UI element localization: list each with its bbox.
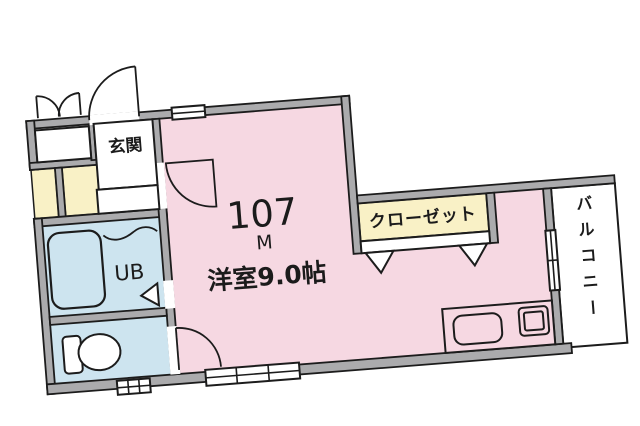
genkan-label: 玄関: [108, 134, 144, 158]
hall-yellow-left: [30, 167, 60, 220]
svg-text:バ: バ: [576, 194, 593, 214]
window-top-small: [170, 104, 207, 121]
ub-door-opening: [163, 280, 176, 309]
main-room-floor: [159, 104, 556, 374]
building-label: M: [255, 231, 273, 254]
hall-door-icon: [164, 158, 218, 208]
closet-door-track: [359, 230, 492, 255]
window-toilet: [115, 377, 152, 396]
bath-counter-wave: [102, 226, 158, 241]
window-balcony-door: [544, 228, 562, 292]
kitchen-counter: [441, 299, 557, 355]
closet-door-left-icon: [363, 249, 396, 275]
entry-hall-area: [95, 183, 161, 215]
toilet-door-icon: [174, 327, 222, 371]
balcony-label: バ ル コ ニ ー: [576, 194, 603, 317]
entrance-door-icon: [88, 65, 141, 121]
wall-bottom: [45, 342, 573, 396]
plan-rotated-group: 玄関 UB 107 M 洋室9.0帖 クローゼット バ ル コ ニ ー: [25, 65, 629, 396]
svg-text:ー: ー: [582, 299, 602, 316]
sink: [452, 312, 504, 346]
shoe-cabinet: [33, 125, 93, 164]
svg-text:ニ: ニ: [582, 271, 599, 291]
svg-text:コ: コ: [580, 245, 597, 265]
wall-ub-toilet: [48, 306, 168, 326]
bathtub: [46, 229, 107, 310]
wall-step: [340, 94, 363, 255]
unit-bath-label: UB: [114, 259, 146, 285]
closet-door-right-icon: [457, 242, 489, 268]
ub-door-icon: [139, 281, 161, 308]
stove-inner: [522, 310, 545, 332]
svg-text:ル: ル: [578, 219, 595, 239]
shoe-cabinet-doors-icon: [35, 92, 82, 119]
hall-yellow-right: [61, 163, 102, 218]
unit-number-label: 107: [225, 190, 299, 238]
window-main-room: [204, 361, 302, 387]
toilet: [61, 333, 122, 375]
